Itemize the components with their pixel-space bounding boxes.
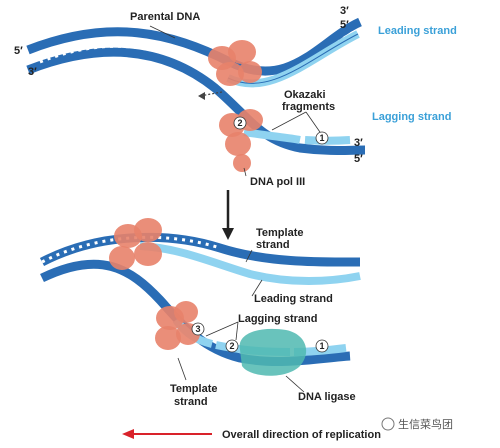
dna-pol-iii-leading <box>208 40 262 86</box>
label-lagging-strand-bottom: Lagging strand <box>238 313 317 325</box>
label-leading-strand-bottom: Leading strand <box>254 293 333 305</box>
label-overall-direction: Overall direction of replication <box>222 429 381 441</box>
label-okazaki-2: fragments <box>282 101 335 113</box>
template-strand-upper <box>39 232 361 267</box>
label-leading-strand-top: Leading strand <box>378 25 457 37</box>
label-template-strand-lower-2: strand <box>174 396 208 408</box>
label-okazaki-1: Okazaki <box>284 89 326 101</box>
prime-top-right-3: 3′ <box>340 5 349 17</box>
leading-strand-bottom <box>139 242 361 285</box>
label-template-strand-upper-2: strand <box>256 239 290 251</box>
label-lagging-strand-top: Lagging strand <box>372 111 451 123</box>
fragment-number-3-bottom: 3 <box>195 324 200 334</box>
watermark-text: 生信菜鸟团 <box>398 417 453 431</box>
label-template-strand-lower-1: Template <box>170 383 217 395</box>
prime-left-3: 3′ <box>28 66 37 78</box>
label-dna-pol-iii: DNA pol III <box>250 176 305 188</box>
fragment-number-1-top: 1 <box>319 133 324 143</box>
fragment-number-2-top: 2 <box>237 118 242 128</box>
prime-top-right-5: 5′ <box>340 19 349 31</box>
prime-lag-right-3: 3′ <box>354 137 363 149</box>
watermark: 生信菜鸟团 <box>381 417 453 431</box>
fragment-number-1-bottom: 1 <box>319 341 324 351</box>
prime-lag-right-5: 5′ <box>354 153 363 165</box>
parental-strand-lower <box>26 47 366 155</box>
label-template-strand-upper-1: Template <box>256 227 303 239</box>
okazaki-fragment-2 <box>243 128 301 144</box>
fragment-number-2-bottom: 2 <box>229 341 234 351</box>
label-parental-dna: Parental DNA <box>130 11 200 23</box>
dna-ligase <box>239 328 307 376</box>
prime-left-5: 5′ <box>14 45 23 57</box>
dna-pol-iii-bottom-leading <box>109 218 162 270</box>
label-dna-ligase: DNA ligase <box>298 391 356 403</box>
